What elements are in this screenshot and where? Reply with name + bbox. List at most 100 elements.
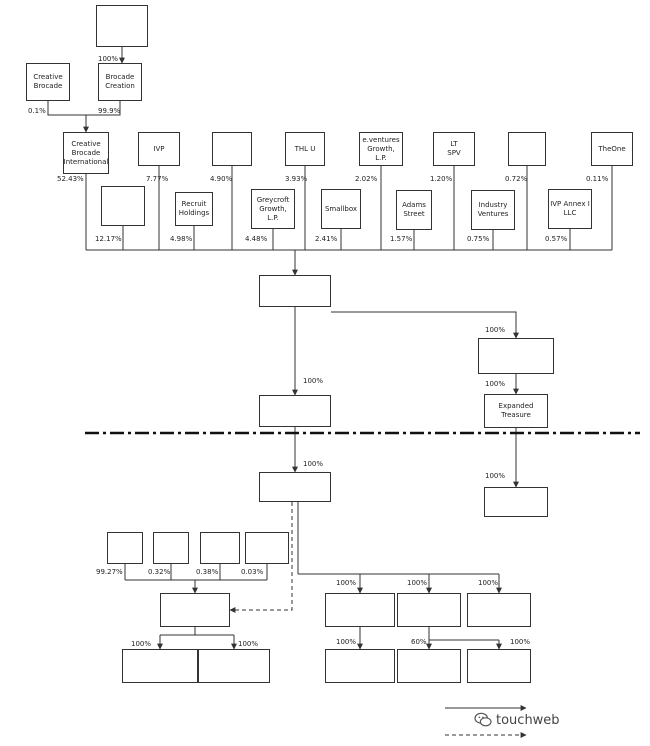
entity-line: TheOne bbox=[598, 144, 626, 153]
entity-esop bbox=[101, 186, 145, 226]
pct-p-baoli: 100% bbox=[336, 638, 357, 646]
entity-hk bbox=[259, 395, 331, 427]
pct-p-hk: 100% bbox=[303, 377, 324, 385]
entity-ivp: IVP bbox=[138, 132, 180, 166]
pct-p-qipeng: 0.03% bbox=[241, 568, 264, 576]
pct-p-langyue: 100% bbox=[485, 326, 506, 334]
entity-line: Greycroft bbox=[256, 195, 290, 204]
entity-line: Brocade bbox=[33, 82, 63, 90]
pct-p-szfeiquan: 100% bbox=[336, 579, 357, 587]
pct-p-box12: 0.72% bbox=[505, 175, 528, 183]
contractual-arrangement-line bbox=[229, 502, 293, 613]
entity-tengxun bbox=[200, 532, 240, 564]
entity-qin bbox=[153, 532, 189, 564]
pct-p-jizhe: 4.90% bbox=[210, 175, 233, 183]
entity-company bbox=[259, 275, 331, 307]
entity-line: IVP bbox=[153, 144, 165, 153]
pct-p-theone: 0.11% bbox=[586, 175, 609, 183]
pct-p-qianhai: 100% bbox=[478, 579, 499, 587]
entity-leshua bbox=[198, 649, 270, 683]
pct-p-adams: 1.57% bbox=[390, 235, 413, 243]
entity-line: Adams bbox=[402, 201, 426, 209]
pct-p-letuobao: 100% bbox=[485, 472, 506, 480]
entity-leshouyun bbox=[397, 593, 461, 627]
entity-line: Smallbox bbox=[324, 204, 358, 213]
entity-line: Recruit bbox=[181, 200, 207, 208]
connector-line bbox=[331, 311, 519, 339]
pct-cbi-from-cb: 0.1% bbox=[28, 107, 46, 115]
entity-line: Creative bbox=[71, 139, 101, 148]
pct-p-recruit: 4.98% bbox=[170, 235, 193, 243]
pct-p-gzfeiquan: 100% bbox=[131, 640, 152, 648]
entity-line: Holdings bbox=[178, 209, 210, 217]
entity-line: Brocade bbox=[71, 148, 101, 157]
pct-p-leshua: 100% bbox=[238, 640, 259, 648]
pct-p-thl: 3.93% bbox=[285, 175, 308, 183]
entity-line: SPV bbox=[447, 149, 461, 157]
pct-p-expanded: 100% bbox=[485, 380, 506, 388]
entity-line: Street bbox=[403, 210, 425, 218]
pct-p-liu: 99.27% bbox=[96, 568, 123, 576]
entity-liu bbox=[107, 532, 143, 564]
entity-baoli bbox=[325, 649, 395, 683]
entity-qipeng bbox=[245, 532, 289, 564]
pct-cbi-from-creation: 99.9% bbox=[98, 107, 121, 115]
pct-p-cbi: 52.43% bbox=[57, 175, 84, 183]
entity-line: THL U bbox=[294, 144, 316, 153]
pct-p-qin: 0.32% bbox=[148, 568, 171, 576]
entity-line: Brocade bbox=[105, 73, 135, 81]
pct-p-ivp-annex: 0.57% bbox=[545, 235, 568, 243]
entity-jizhe bbox=[212, 132, 252, 166]
entity-letuobao bbox=[484, 487, 548, 517]
entity-line: Creative bbox=[33, 73, 63, 81]
entity-wfoe bbox=[259, 472, 331, 502]
pct-p-tengxun: 0.38% bbox=[196, 568, 219, 576]
entity-line: Growth, L.P. bbox=[367, 144, 395, 162]
entity-line: LT bbox=[450, 140, 458, 148]
entity-line: Creation bbox=[105, 82, 135, 90]
entity-line: LLC bbox=[563, 209, 577, 217]
entity-line: e.ventures bbox=[362, 135, 400, 144]
pct-p-hzqingmang: 60% bbox=[411, 638, 427, 646]
pct-p-wfoe: 100% bbox=[303, 460, 324, 468]
entity-szyika bbox=[160, 593, 230, 627]
entity-qianhai bbox=[467, 593, 531, 627]
entity-trust bbox=[96, 5, 148, 47]
pct-p-lt: 1.20% bbox=[430, 175, 453, 183]
entity-zhizhang bbox=[467, 649, 531, 683]
entity-thl: THL U bbox=[285, 132, 325, 166]
pct-p-zhizhang: 100% bbox=[510, 638, 531, 646]
entity-line: Treasure bbox=[501, 411, 531, 419]
pct-p-leshouyun: 100% bbox=[407, 579, 428, 587]
entity-line: Ventures bbox=[477, 210, 509, 218]
pct-p-eventures: 2.02% bbox=[355, 175, 378, 183]
pct-p-industry: 0.75% bbox=[467, 235, 490, 243]
entity-line: Growth, L.P. bbox=[259, 204, 287, 222]
entity-gzfeiquan bbox=[122, 649, 198, 683]
entity-box12 bbox=[508, 132, 546, 166]
entity-line: Expanded bbox=[498, 402, 534, 410]
pct-p-smallbox: 2.41% bbox=[315, 235, 338, 243]
entity-line: International bbox=[63, 157, 109, 166]
entity-line: Industry bbox=[478, 201, 508, 209]
pct-p-ivp: 7.77% bbox=[146, 175, 169, 183]
wechat-icon bbox=[474, 712, 492, 727]
watermark: touchweb bbox=[474, 710, 644, 730]
connector-line bbox=[47, 101, 89, 133]
entity-hzqingmang bbox=[397, 649, 461, 683]
pct-p-esop: 12.17% bbox=[95, 235, 122, 243]
entity-line: IVP Annex I bbox=[550, 200, 590, 208]
watermark-text: touchweb bbox=[496, 712, 560, 728]
entity-szfeiquan bbox=[325, 593, 395, 627]
